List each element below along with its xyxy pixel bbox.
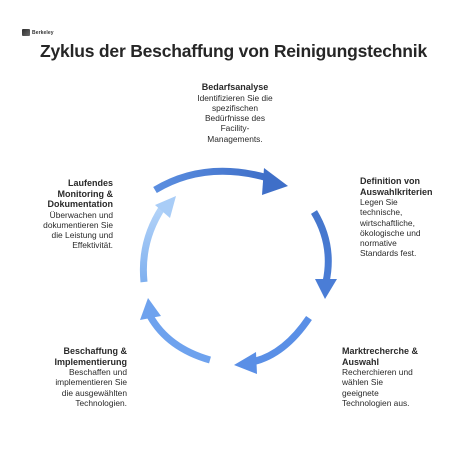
logo-text: Berkeley: [32, 29, 54, 36]
step-heading-line: Auswahl: [342, 356, 380, 367]
step-bedarfsanalyse: Bedarfsanalyse Identifizieren Sie die sp…: [175, 82, 295, 144]
diagram-title: Zyklus der Beschaffung von Reinigungstec…: [40, 41, 427, 61]
step-heading-line: Laufendes: [67, 178, 113, 188]
step-heading-line: Auswahlkriterien: [360, 186, 433, 197]
step-description-line: Recherchieren und: [342, 367, 413, 377]
step-heading-line: Monitoring &: [57, 188, 114, 199]
step-description-line: Facility-: [220, 123, 250, 134]
cycle-arrow-2: [310, 210, 337, 299]
step-description-line: Identifizieren Sie die: [197, 92, 273, 103]
step-marktrecherche: Marktrecherche & Auswahl Recherchieren u…: [342, 346, 452, 408]
cycle-arrow-1: [153, 167, 288, 195]
step-description-line: dokumentieren Sie: [43, 219, 113, 230]
step-description-line: Standards fest.: [360, 248, 417, 259]
step-description-line: Technologien.: [75, 397, 127, 408]
step-heading-line: Marktrecherche &: [342, 346, 419, 356]
step-description-line: die ausgewählten: [61, 387, 127, 398]
step-description-line: Legen Sie: [360, 197, 398, 207]
step-description-line: Bedürfnisse des: [204, 113, 266, 124]
logo-mark-icon: [22, 29, 30, 36]
step-monitoring: Laufendes Monitoring & Dokumentation Übe…: [16, 178, 113, 251]
cycle-arrow-4: [140, 298, 211, 364]
step-heading: Bedarfsanalyse: [201, 82, 269, 92]
step-heading-line: Dokumentation: [47, 199, 113, 209]
step-description-line: Managements.: [207, 133, 263, 144]
logo: Berkeley: [22, 29, 54, 36]
step-description-line: normative: [360, 238, 397, 249]
step-description-line: Technologien aus.: [342, 397, 410, 408]
step-description-line: die Leistung und: [51, 230, 113, 241]
step-beschaffung: Beschaffung & Implementierung Beschaffen…: [27, 346, 127, 408]
step-heading-line: Implementierung: [54, 356, 127, 367]
step-description-line: Effektivität.: [72, 240, 113, 251]
step-description-line: spezifischen: [211, 102, 259, 113]
cycle-arrow-3: [234, 316, 312, 374]
step-description-line: Überwachen und: [49, 209, 113, 220]
step-description-line: wählen Sie: [342, 377, 383, 388]
step-description-line: technische,: [360, 207, 403, 218]
step-description-line: wirtschaftliche,: [360, 217, 415, 228]
step-description-line: implementieren Sie: [55, 377, 127, 388]
step-description-line: geeignete: [342, 387, 379, 398]
step-heading-line: Beschaffung &: [63, 346, 127, 356]
cycle-arrow-5: [139, 196, 176, 283]
step-heading-line: Definition von: [360, 176, 420, 186]
step-auswahlkriterien: Definition von Auswahlkriterien Legen Si…: [360, 176, 460, 259]
step-description-line: Beschaffen und: [68, 367, 127, 377]
step-description-line: ökologische und: [360, 227, 421, 238]
